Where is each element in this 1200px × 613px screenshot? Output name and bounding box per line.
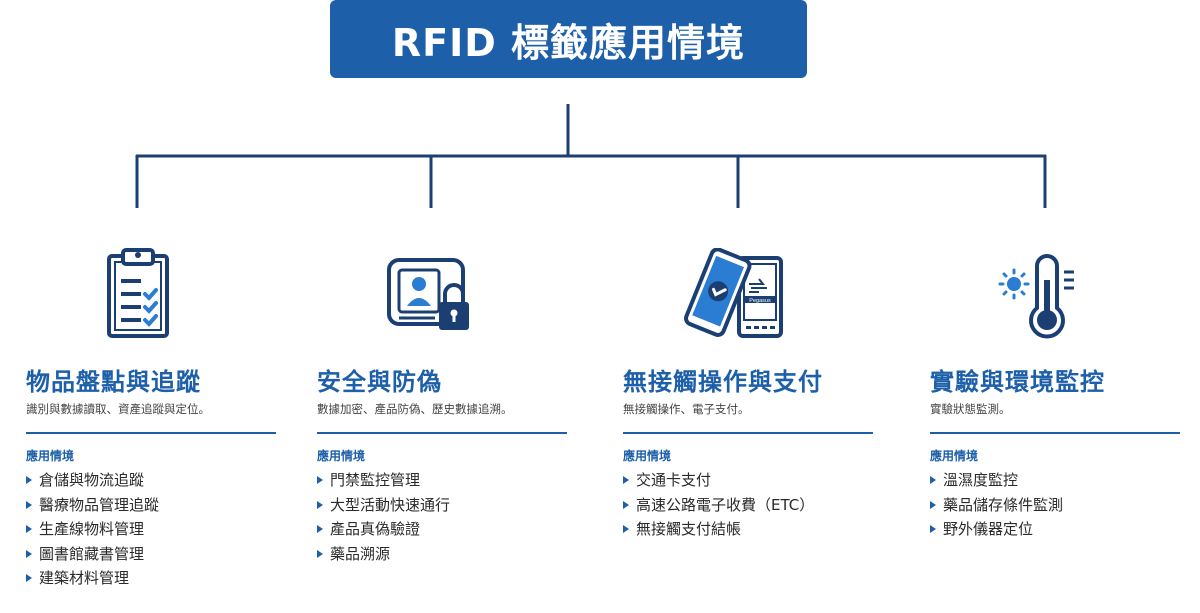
id-card-lock-icon — [387, 258, 469, 330]
column-divider — [317, 432, 567, 434]
list-item: 無接觸支付結帳 — [623, 517, 814, 542]
list-item: 藥品儲存條件監測 — [930, 493, 1063, 518]
triangle-bullet-icon — [26, 476, 32, 485]
column-heading: 物品盤點與追蹤 — [26, 368, 201, 396]
list-item: 溫濕度監控 — [930, 468, 1063, 493]
triangle-bullet-icon — [26, 525, 32, 534]
column-description: 數據加密、產品防偽、歷史數據追溯。 — [317, 402, 513, 416]
triangle-bullet-icon — [26, 500, 32, 509]
column-description: 實驗狀態監測。 — [930, 402, 1011, 416]
triangle-bullet-icon — [930, 500, 936, 509]
list-item: 倉儲與物流追蹤 — [26, 468, 159, 493]
list-item: 建築材料管理 — [26, 566, 159, 591]
triangle-bullet-icon — [26, 574, 32, 583]
contactless-card-phone-icon: Pegasus — [684, 248, 783, 338]
list-item: 生產線物料管理 — [26, 517, 159, 542]
column-subheading: 應用情境 — [317, 449, 366, 463]
column-description: 識別與數據讀取、資產追蹤與定位。 — [26, 402, 210, 416]
scenario-list: 溫濕度監控 藥品儲存條件監測 野外儀器定位 — [930, 468, 1063, 542]
scenario-list: 交通卡支付 高速公路電子收費（ETC） 無接觸支付結帳 — [623, 468, 814, 542]
column-divider — [26, 432, 276, 434]
triangle-bullet-icon — [26, 549, 32, 558]
triangle-bullet-icon — [930, 525, 936, 534]
list-item: 野外儀器定位 — [930, 517, 1063, 542]
list-item: 門禁監控管理 — [317, 468, 450, 493]
column-divider — [623, 432, 873, 434]
scenario-list: 門禁監控管理 大型活動快速通行 產品真偽驗證 藥品溯源 — [317, 468, 450, 566]
triangle-bullet-icon — [623, 500, 629, 509]
list-item: 圖書館藏書管理 — [26, 542, 159, 567]
list-item: 交通卡支付 — [623, 468, 814, 493]
triangle-bullet-icon — [317, 549, 323, 558]
triangle-bullet-icon — [623, 476, 629, 485]
sun-thermometer-icon — [998, 254, 1074, 339]
column-subheading: 應用情境 — [26, 449, 75, 463]
triangle-bullet-icon — [317, 500, 323, 509]
column-heading: 無接觸操作與支付 — [623, 368, 823, 396]
column-heading: 實驗與環境監控 — [930, 368, 1105, 396]
column-heading: 安全與防偽 — [317, 368, 442, 396]
list-item: 醫療物品管理追蹤 — [26, 493, 159, 518]
diagram-title: RFID 標籤應用情境 — [391, 20, 746, 65]
column-divider — [930, 432, 1180, 434]
title-box: RFID 標籤應用情境 — [330, 0, 807, 78]
triangle-bullet-icon — [930, 476, 936, 485]
triangle-bullet-icon — [623, 525, 629, 534]
column-subheading: 應用情境 — [930, 449, 979, 463]
column-description: 無接觸操作、電子支付。 — [623, 402, 750, 416]
scenario-list: 倉儲與物流追蹤 醫療物品管理追蹤 生產線物料管理 圖書館藏書管理 建築材料管理 — [26, 468, 159, 591]
triangle-bullet-icon — [317, 525, 323, 534]
list-item: 大型活動快速通行 — [317, 493, 450, 518]
column-subheading: 應用情境 — [623, 449, 672, 463]
card-logo-text: Pegasus — [749, 298, 771, 304]
clipboard-checklist-icon — [107, 248, 169, 338]
triangle-bullet-icon — [317, 476, 323, 485]
list-item: 產品真偽驗證 — [317, 517, 450, 542]
list-item: 藥品溯源 — [317, 542, 450, 567]
list-item: 高速公路電子收費（ETC） — [623, 493, 814, 518]
